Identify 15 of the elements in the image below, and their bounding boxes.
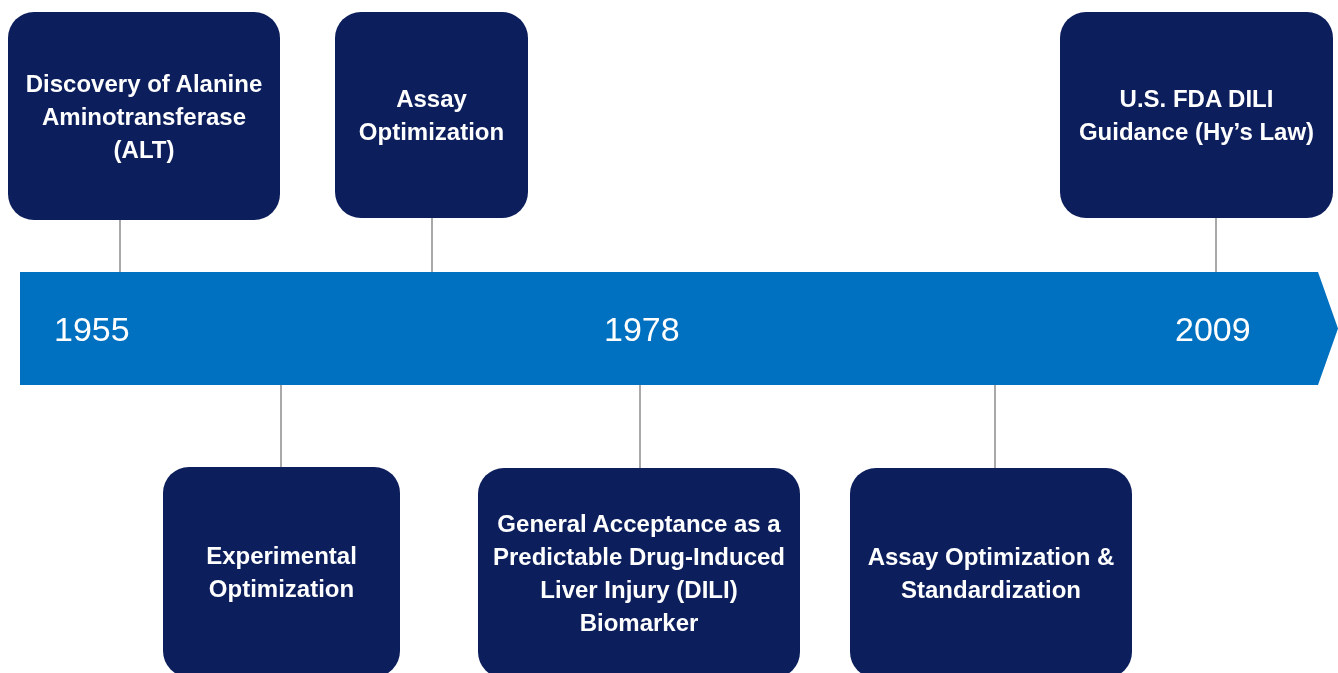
- event-box: Assay Optimization & Standardization: [850, 468, 1132, 673]
- event-box: Assay Optimization: [335, 12, 528, 218]
- connector-line: [119, 219, 121, 273]
- year-label: 1955: [54, 310, 130, 349]
- connector-line: [639, 384, 641, 469]
- year-label: 1978: [604, 310, 680, 349]
- event-box: General Acceptance as a Predictable Drug-Induced Liver Injury (DILI) Biomarker: [478, 468, 800, 673]
- event-box: Discovery of Alanine Aminotransferase (ALT): [8, 12, 280, 220]
- year-label: 2009: [1175, 310, 1251, 349]
- event-box: U.S. FDA DILI Guidance (Hy’s Law): [1060, 12, 1333, 218]
- connector-line: [994, 384, 996, 469]
- connector-line: [431, 217, 433, 273]
- connector-line: [1215, 217, 1217, 273]
- connector-line: [280, 384, 282, 468]
- event-box: Experimental Optimization: [163, 467, 400, 673]
